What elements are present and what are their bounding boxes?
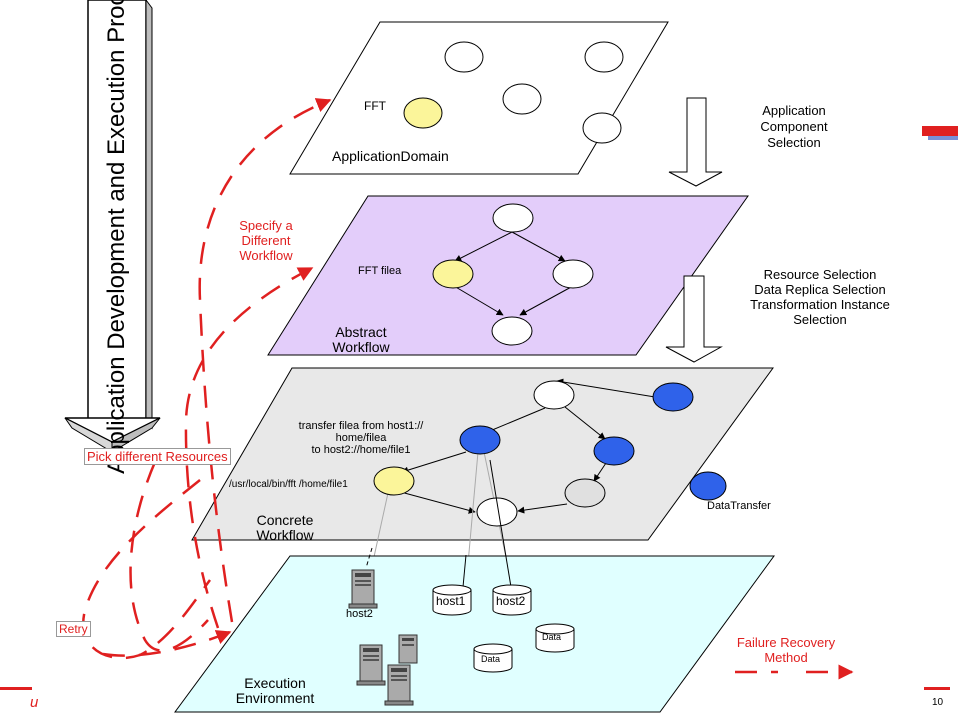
fft-exec-node [373,466,415,496]
exec-command-label: /usr/local/bin/fft /home/file1 [229,479,348,490]
disk-icon [473,643,513,673]
disk-icon [432,584,472,616]
decoration-bar [922,126,958,136]
host1-disk-label: host1 [436,594,466,608]
pick-resources-label: Pick different Resources [84,448,231,465]
datatransfer-legend-node [689,471,727,501]
fft-filea-label: FFT filea [358,265,402,277]
execution-environment-label: Execution Environment [235,675,315,706]
disk-icon [535,623,575,653]
failure-recovery-label: Failure Recovery Method [736,635,836,665]
transfer-label: transfer filea from host1:// home/filea … [298,420,424,456]
decoration-bar [928,136,958,140]
process-arrow [64,0,161,453]
application-domain-label: ApplicationDomain [332,148,449,164]
app-component-node [584,41,624,73]
abstract-workflow-label: Abstract Workflow [332,324,390,355]
footer-left-char: u [30,694,39,711]
app-component-node [502,83,542,115]
transfer-node [459,425,501,455]
transfer-node [652,382,694,412]
disk-icon [492,584,532,616]
server-icon [384,664,414,706]
data-disk-label: Data [542,632,562,642]
layer-abstract-workflow [267,195,749,356]
retry-label: Retry [56,621,91,637]
step1-label: Application Component Selection [760,103,828,150]
process-arrow-label: Application Development and Execution Pr… [103,0,130,474]
server-icon [348,569,378,609]
layer-application-domain [289,21,669,175]
host2-server-label: host2 [346,608,373,620]
feedback-arrows [82,98,854,680]
concrete-workflow-label: Concrete Workflow [256,512,314,543]
fft-node [403,97,443,129]
host2-disk-label: host2 [496,594,526,608]
fft-filea-node [432,259,474,289]
page-number: 10 [932,697,944,708]
data-disk-label: Data [481,654,501,664]
footer-rule [0,687,32,690]
layer-execution-environment [174,459,775,713]
server-icon [356,644,386,686]
step2-label: Resource Selection Data Replica Selectio… [750,267,890,327]
step-arrow-1 [668,97,723,187]
specify-workflow-label: Specify a Different Workflow [239,218,293,263]
footer-rule [924,687,950,690]
transfer-node [593,436,635,466]
app-component-node [444,41,484,73]
step-arrow-2 [665,275,723,363]
server-icon [398,634,418,664]
datatransfer-legend-label: DataTransfer [707,500,771,512]
fft-label: FFT [364,99,386,113]
app-component-node [582,112,622,144]
layer-concrete-workflow [191,367,774,587]
